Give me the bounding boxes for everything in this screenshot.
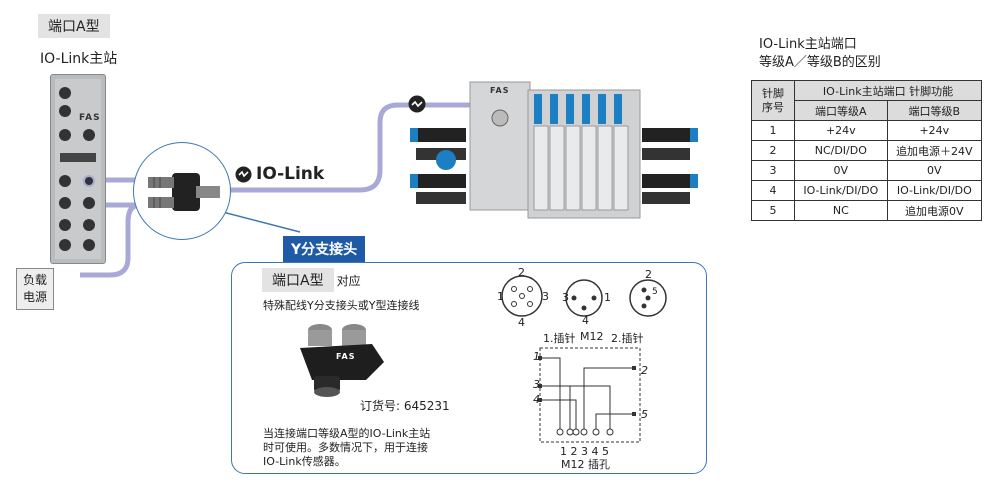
pin-cell: 4 [751,180,795,201]
label-pin2: 2.插针 [611,332,644,345]
corresponds-label: 对应 [336,273,361,288]
port-icon [59,219,71,231]
port-icon [59,175,71,187]
class-a-header: 端口等级A [794,100,888,121]
class-a-cell: NC/DI/DO [794,140,888,161]
socket-left-pin4: 4 [533,393,540,406]
c3-pin2: 2 [645,268,652,281]
y-splitter-panel [231,262,707,474]
table-row: 5 NC 追加电源0V [751,200,983,221]
table-caption: IO-Link主站端口 等级A／等级B的区别 [759,36,881,72]
socket-left-pin3: 3 [533,378,540,391]
port-icon [59,197,71,209]
c3-pin5: 5 [652,287,658,297]
class-b-cell: 0V [886,160,983,181]
y-splitter-title: Y分支接头 [283,236,366,262]
socket-right-pin2: 2 [641,364,648,377]
c1-pin1: 1 [497,290,504,303]
c1-pin2: 2 [518,266,525,279]
class-a-cell: +24v [794,120,888,141]
socket-left-pin1: 1 [533,350,540,363]
led-strip [60,153,96,162]
io-link-master-device: FAS [50,74,106,264]
table-caption-line1: IO-Link主站端口 [759,37,857,52]
pin-cell: 5 [751,200,795,221]
class-b-cell: 追加电源＋24V [886,140,983,161]
socket-pin-numbers: 1 2 3 4 5 [560,445,609,458]
port-icon [59,239,71,251]
panel-port-heading: 端口A型 对应 [262,268,361,292]
pin-cell: 1 [751,120,795,141]
label-pin1: 1.插针 [543,332,576,345]
function-header: IO-Link主站端口 针脚功能 [794,80,982,101]
panel-port-tag: 端口A型 [262,268,334,292]
load-supply-line1: 负载 [23,273,48,287]
port-icon [83,239,95,251]
class-b-cell: +24v [886,120,983,141]
usage-note-line1: 当连接端口等级A型的IO-Link主站 [263,427,431,440]
connector-3pin-icon [565,279,603,317]
io-link-logo: IO-Link [235,164,324,184]
class-b-cell: 追加电源0V [886,200,983,221]
splitter-description: 特殊配线Y分支接头或Y型连接线 [263,299,420,312]
c2-pin3: 3 [562,291,569,304]
port-icon [59,87,71,99]
y-splitter-product: FAS [292,318,392,398]
pin-function-table: 针脚 序号 IO-Link主站端口 针脚功能 端口等级A 端口等级B 1 +24… [751,80,983,221]
link-icon [408,95,426,117]
product-brand: FAS [336,352,356,361]
c2-pin1: 1 [604,291,611,304]
class-header-row: 端口等级A 端口等级B [752,100,983,121]
valve-brand: FAS [490,86,510,95]
usage-note: 当连接端口等级A型的IO-Link主站 时可使用。多数情况下，用于连接 IO-L… [263,427,430,469]
port-icon [83,175,95,187]
pin-header-cell: 针脚 序号 [751,80,795,121]
load-supply-line2: 电源 [23,290,48,304]
class-a-cell: NC [794,200,888,221]
pin-cell: 3 [751,160,795,181]
class-a-cell: IO-Link/DI/DO [794,180,888,201]
valve-terminal: FAS [410,80,700,230]
table-row: 1 +24v +24v [751,120,983,141]
usage-note-line2: 时可使用。多数情况下，用于连接 [263,441,428,454]
load-supply-label: 负载 电源 [16,268,55,310]
io-link-logo-text: IO-Link [256,164,325,184]
pin-header-line2: 序号 [762,100,784,114]
port-icon [83,197,95,209]
master-title: IO-Link主站 [40,51,118,67]
port-icon [59,129,71,141]
order-number: 订货号: 645231 [360,399,450,413]
cable-io-link [215,102,478,193]
master-brand: FAS [79,113,101,123]
class-a-cell: 0V [794,160,888,181]
table-row: 2 NC/DI/DO 追加电源＋24V [751,140,983,161]
socket-right-pin5: 5 [641,408,648,421]
c1-pin3: 3 [542,290,549,303]
class-b-header: 端口等级B [886,100,983,121]
splitter-detail-circle [133,142,231,240]
usage-note-line3: IO-Link传感器。 [263,455,346,468]
pin-header-line1: 针脚 [762,86,784,100]
label-m12: M12 [580,330,604,343]
class-b-cell: IO-Link/DI/DO [886,180,983,201]
cable-to-panel [214,209,301,233]
port-icon [59,105,71,117]
connector-pin-diagrams [501,275,667,317]
c1-pin4: 4 [518,316,525,329]
table-row: 3 0V 0V [751,160,983,181]
table-caption-line2: 等级A／等级B的区别 [759,55,881,70]
valve-terminal-drawing [410,81,698,219]
pin-cell: 2 [751,140,795,161]
table-row: 4 IO-Link/DI/DO IO-Link/DI/DO [751,180,983,201]
y-splitter-product-drawing [300,324,384,397]
master-port-tag: 端口A型 [38,14,110,38]
port-icon [83,129,95,141]
y-splitter-icon [148,173,220,211]
port-icon [83,219,95,231]
c2-pin4: 4 [582,314,589,327]
table-header-row: 针脚 序号 IO-Link主站端口 针脚功能 [751,80,982,121]
io-link-symbol-icon [235,166,252,182]
socket-label: M12 插孔 [561,458,610,471]
m12-socket-wiring-diagram [538,347,641,443]
